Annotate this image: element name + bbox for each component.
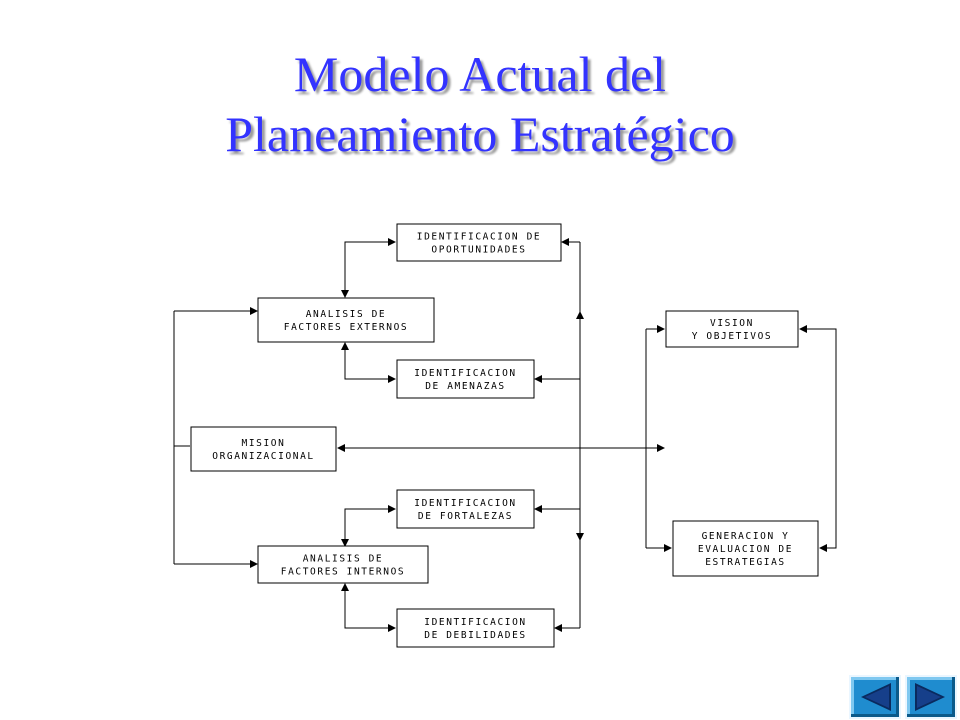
box-debilidades: IDENTIFICACION DE DEBILIDADES [396,608,555,648]
box-vision-frame [665,310,799,348]
box-mision-label-2: ORGANIZACIONAL [212,451,314,462]
box-fortalezas: IDENTIFICACION DE FORTALEZAS [396,489,535,529]
box-internos-label-1: ANALISIS DE [303,554,384,565]
next-slide-button[interactable] [905,675,957,719]
connector-externos-amenazas [341,342,396,383]
box-vision: VISION Y OBJETIVOS [665,310,799,348]
box-oportunidades-frame [396,223,562,262]
connector-internos-fortalezas [341,505,396,547]
box-estrategias-frame [672,520,819,577]
title-line-2: Planeamiento Estratégico [225,106,735,162]
box-internos: ANALISIS DE FACTORES INTERNOS [257,545,429,584]
connector-externos-oportunidades [341,238,396,298]
box-vision-label-1: VISION [710,318,754,329]
box-fortalezas-frame [396,489,535,529]
slide-title: Modelo Actual del Planeamiento Estratégi… [0,44,960,164]
title-line-1: Modelo Actual del [293,46,667,102]
triangle-right-icon [915,683,945,711]
box-debilidades-label-1: IDENTIFICACION [424,617,526,628]
box-oportunidades: IDENTIFICACION DE OPORTUNIDADES [396,223,562,262]
box-externos-label-2: FACTORES EXTERNOS [284,322,408,333]
box-vision-label-2: Y OBJETIVOS [692,331,773,342]
box-externos: ANALISIS DE FACTORES EXTERNOS [257,297,435,343]
box-fortalezas-label-1: IDENTIFICACION [414,498,516,509]
box-externos-label-1: ANALISIS DE [306,309,387,320]
box-amenazas: IDENTIFICACION DE AMENAZAS [396,359,535,399]
box-internos-frame [257,545,429,584]
diagram-boxes: IDENTIFICACION DE OPORTUNIDADES ANALISIS D… [190,223,819,648]
box-externos-frame [257,297,435,343]
box-amenazas-frame [396,359,535,399]
box-oportunidades-label-1: IDENTIFICACION DE [417,232,541,243]
box-estrategias-label-1: GENERACION Y [702,531,790,542]
box-amenazas-label-2: DE AMENAZAS [425,381,506,392]
right-outer-loop [799,325,837,552]
triangle-left-icon [861,683,891,711]
connector-lines [173,238,837,632]
box-mision: MISION ORGANIZACIONAL [190,426,337,472]
box-amenazas-label-1: IDENTIFICACION [414,368,516,379]
box-fortalezas-label-2: DE FORTALEZAS [418,511,513,522]
connector-internos-debilidades [341,583,396,632]
box-debilidades-label-2: DE DEBILIDADES [424,630,526,641]
previous-slide-button[interactable] [849,675,901,719]
box-mision-label-1: MISION [242,438,286,449]
box-internos-label-2: FACTORES INTERNOS [281,567,405,578]
box-estrategias-label-2: EVALUACION DE [698,544,793,555]
box-estrategias: GENERACION Y EVALUACION DE ESTRATEGIAS [672,520,819,577]
box-mision-frame [190,426,337,472]
box-debilidades-frame [396,608,555,648]
box-oportunidades-label-2: OPORTUNIDADES [431,245,526,256]
box-estrategias-label-3: ESTRATEGIAS [705,557,786,568]
